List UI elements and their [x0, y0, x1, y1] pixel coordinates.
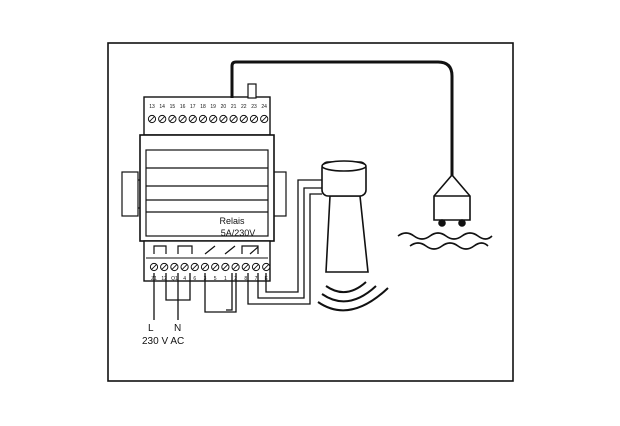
top-terminal-number: 18 — [200, 104, 206, 110]
top-terminal-number: 21 — [231, 104, 237, 110]
bottom-terminal-number: 12 — [161, 276, 167, 282]
top-terminal-number: 20 — [221, 104, 227, 110]
top-terminal-numbers: 13 14 15 16 17 18 19 20 21 22 23 24 — [149, 104, 267, 110]
relay-rating-label: 5A/230V — [221, 228, 256, 238]
bottom-terminal-number: 4 — [183, 276, 186, 282]
bottom-terminal-screw-slot — [243, 264, 249, 270]
neutral-label: N — [174, 323, 181, 334]
top-terminal-screw-slot — [149, 116, 155, 122]
bottom-terminal-screw-slot — [232, 264, 239, 270]
bottom-terminal-screw-slot — [212, 264, 218, 270]
top-terminal-number: 24 — [261, 104, 267, 110]
supply-wiring — [153, 273, 237, 320]
top-terminal-screw-slot — [210, 116, 216, 122]
top-terminal-screw-slot — [179, 116, 186, 122]
bottom-terminal-number: 7 — [255, 276, 258, 282]
bottom-terminal-screw-slot — [171, 264, 178, 270]
top-terminal-screw-slot — [159, 116, 165, 122]
top-terminal-number: 23 — [251, 104, 257, 110]
relay-module-icon — [139, 83, 275, 282]
line-label: L — [148, 323, 154, 334]
bottom-terminal-screw-slot — [192, 264, 198, 270]
top-terminal-number: 22 — [241, 104, 247, 110]
top-terminal-screw-slot — [190, 116, 196, 122]
ultrasonic-sensor-icon — [321, 160, 369, 273]
relay-name-label: Relais — [219, 216, 245, 226]
top-terminal-number: 14 — [159, 104, 165, 110]
top-terminal-screw-slot — [169, 116, 176, 122]
top-terminal-screw-slot — [261, 116, 267, 122]
top-terminal-screw-slot — [230, 116, 237, 122]
top-terminal-screw-slot — [251, 116, 257, 122]
top-terminal-number: 17 — [190, 104, 196, 110]
bottom-terminal-screw-slot — [151, 264, 157, 270]
top-terminal-screw-slot — [200, 116, 206, 122]
sensor-wiring — [226, 179, 322, 311]
top-terminal-number: 15 — [170, 104, 176, 110]
top-terminal-screw-slot — [220, 116, 227, 122]
relay-contacts — [153, 245, 259, 255]
bottom-terminal-number: 5 — [214, 276, 217, 282]
bottom-terminal-number: 1 — [224, 276, 227, 282]
bottom-terminal-screw-slot — [222, 264, 229, 270]
top-terminal-number: 13 — [149, 104, 155, 110]
sound-waves-icon — [317, 281, 389, 312]
voltage-label: 230 V AC — [142, 336, 184, 347]
top-terminal-screws — [147, 114, 269, 124]
top-terminal-screw-slot — [241, 116, 247, 122]
bottom-terminal-number: Q1 — [171, 276, 178, 282]
bottom-terminal-screw-slot — [181, 264, 188, 270]
water-waves-icon — [397, 232, 493, 250]
bottom-terminal-screw-slot — [263, 264, 269, 270]
float-switch-cable — [230, 60, 454, 178]
top-terminal-number: 19 — [210, 104, 216, 110]
bottom-terminal-screw-slot — [253, 264, 259, 270]
bottom-terminal-number: 8 — [244, 276, 247, 282]
bottom-terminal-screws — [149, 262, 271, 272]
bottom-terminal-screw-slot — [202, 264, 208, 270]
bottom-terminal-number: 6 — [193, 276, 196, 282]
top-terminal-number: 16 — [180, 104, 186, 110]
float-switch-icon — [433, 173, 471, 227]
diagram-frame — [107, 42, 514, 382]
bottom-terminal-screw-slot — [161, 264, 167, 270]
